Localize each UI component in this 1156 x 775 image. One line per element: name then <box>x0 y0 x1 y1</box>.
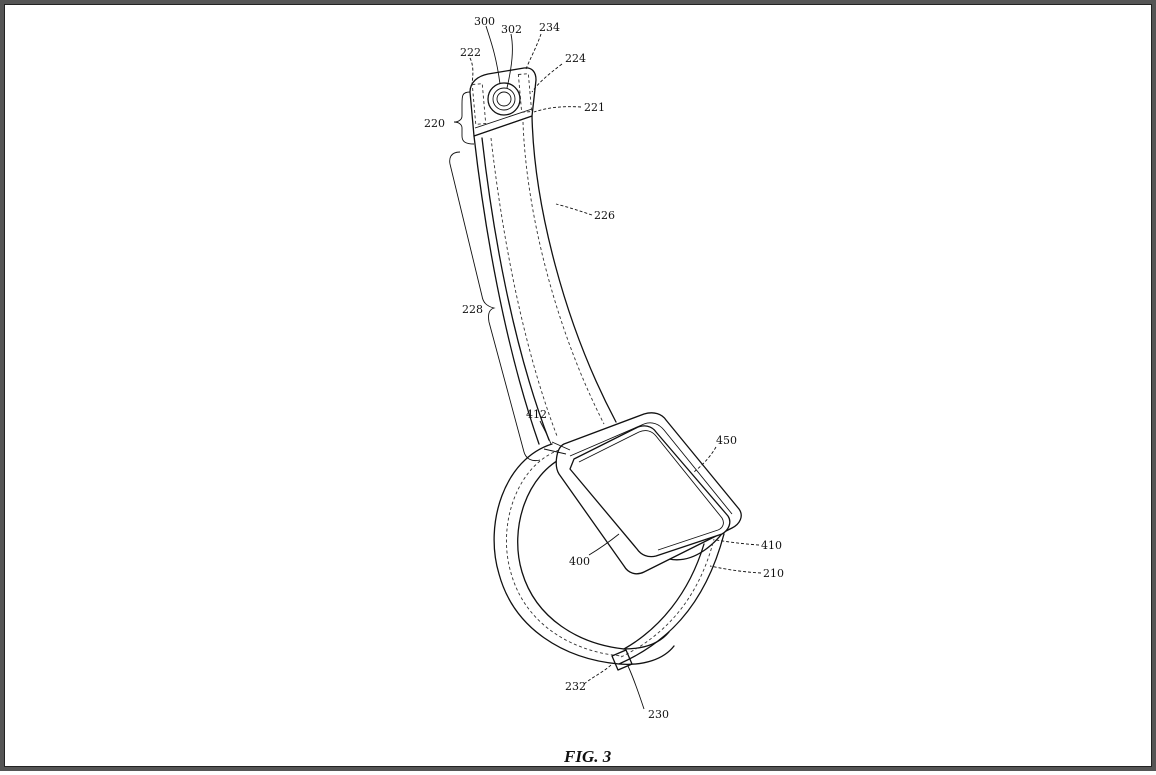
reference-numerals: 300 302 234 222 224 221 220 226 228 412 … <box>424 15 784 721</box>
pin-300 <box>487 82 521 116</box>
brace-228 <box>449 151 541 462</box>
leader-lines <box>469 25 762 710</box>
ref-222: 222 <box>460 46 481 59</box>
watch-body-400 <box>543 412 742 575</box>
ref-412: 412 <box>526 408 547 421</box>
ref-300: 300 <box>474 15 495 28</box>
lower-band-loop <box>493 443 730 665</box>
ref-232: 232 <box>565 680 586 693</box>
brace-220 <box>453 91 475 145</box>
clasp-230 <box>611 649 633 671</box>
ref-410: 410 <box>761 539 782 552</box>
ref-228: 228 <box>462 303 483 316</box>
ref-221: 221 <box>584 101 605 114</box>
upper-strap-226 <box>473 115 617 445</box>
ref-302: 302 <box>501 23 522 36</box>
ref-224: 224 <box>565 52 586 65</box>
strap-end-tab-220 <box>469 67 537 137</box>
ref-400: 400 <box>569 555 590 568</box>
ref-226: 226 <box>594 209 615 222</box>
patent-drawing: 300 302 234 222 224 221 220 226 228 412 … <box>424 15 784 766</box>
ref-450: 450 <box>716 434 737 447</box>
ref-234: 234 <box>539 21 560 34</box>
ref-210: 210 <box>763 567 784 580</box>
ref-230: 230 <box>648 708 669 721</box>
figure-title: FIG. 3 <box>563 747 612 766</box>
ref-220: 220 <box>424 117 445 130</box>
